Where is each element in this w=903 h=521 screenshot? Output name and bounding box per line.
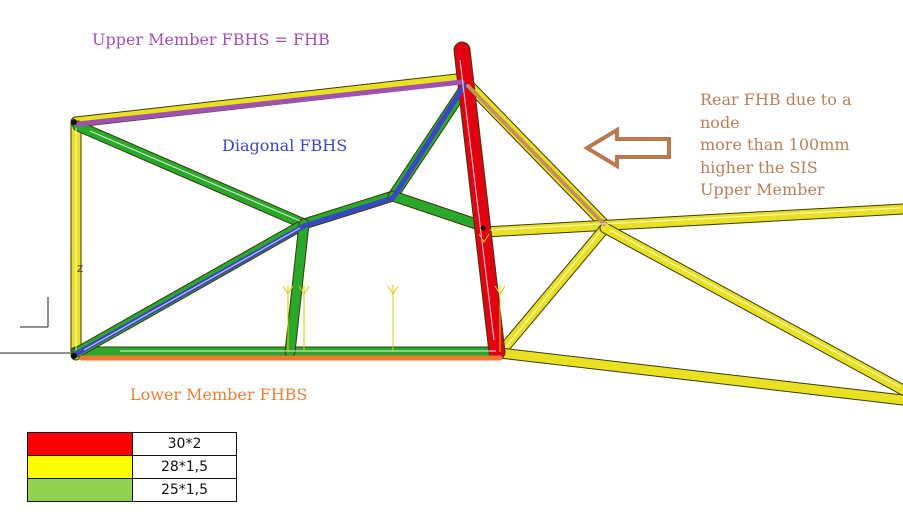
- red-tube-group: [453, 41, 506, 361]
- upper-member-highlight: [75, 79, 465, 127]
- rear-cross-tube: [600, 223, 903, 395]
- lower-member-label: Lower Member FHBS: [130, 385, 308, 404]
- node-bottom-left: [71, 353, 77, 359]
- tube-legend: 30*2 28*1,5 25*1,5: [27, 432, 237, 502]
- diagonal-label: Diagonal FBHS: [222, 136, 348, 155]
- arrow-left-icon: [583, 126, 671, 170]
- nodes: [71, 119, 486, 359]
- rear-fhb-note-line: node: [700, 112, 740, 132]
- axis-indicator: Z: [0, 265, 83, 354]
- rear-fhb-highlight: [466, 84, 606, 226]
- node-hoop-mid: [480, 225, 486, 231]
- legend-row: 30*2: [27, 432, 237, 456]
- load-markers: [282, 233, 506, 352]
- diagonal-highlight: [73, 83, 467, 357]
- axis-z-label: Z: [77, 265, 83, 275]
- tube-sheen: [75, 59, 901, 388]
- node-top-left: [71, 119, 77, 125]
- short-vertical-tube: [285, 219, 309, 357]
- legend-swatch-yellow: [27, 455, 133, 479]
- legend-label: 30*2: [132, 432, 237, 456]
- upper-rear-rail-tube: [479, 204, 903, 237]
- legend-label: 28*1,5: [132, 455, 237, 479]
- rear-fhb-note-line: Rear FHB due to a: [700, 90, 852, 109]
- rear-fhb-note-line: more than 100mm: [700, 135, 850, 154]
- rear-fhb-note: Rear FHB due to a node more than 100mm h…: [700, 89, 851, 202]
- upper-member-label: Upper Member FBHS = FHB: [92, 30, 330, 49]
- main-hoop-tube: [454, 42, 505, 360]
- lower-rear-rail-tube: [495, 348, 903, 405]
- legend-label: 25*1,5: [132, 478, 237, 502]
- legend-row: 28*1,5: [27, 455, 237, 479]
- legend-swatch-green: [27, 478, 133, 502]
- legend-swatch-red: [27, 432, 133, 456]
- inner-brace-tube: [388, 191, 487, 231]
- legend-row: 25*1,5: [27, 478, 237, 502]
- rear-fhb-note-line: Upper Member: [700, 180, 825, 199]
- rear-fhb-note-line: higher the SIS: [700, 157, 818, 177]
